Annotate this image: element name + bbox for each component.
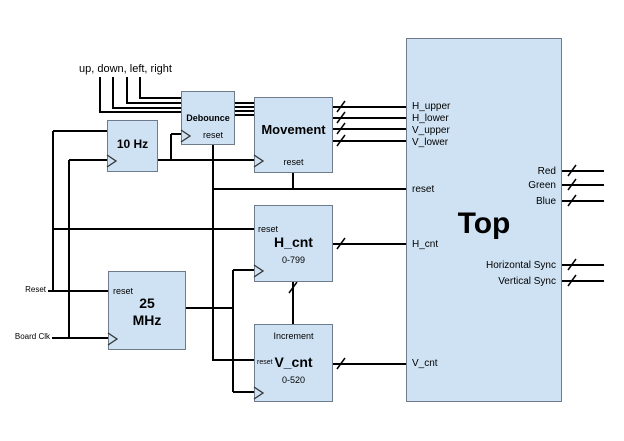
hcnt-reset-port: reset	[258, 224, 279, 234]
movement-reset-port: reset	[283, 157, 304, 167]
bus-slash	[567, 164, 577, 177]
block-25mhz-title-line2: MHz	[132, 312, 162, 328]
top-port-h-upper: H_upper	[412, 101, 451, 112]
bus-slash	[567, 194, 577, 207]
top-port-vsync: Vertical Sync	[498, 276, 556, 287]
bus-slash	[336, 357, 346, 370]
block-hcnt: reset H_cnt 0-799	[253, 205, 333, 282]
top-port-h-lower: H_lower	[412, 113, 449, 124]
vcnt-increment-port: Increment	[273, 331, 314, 341]
reset-input-label: Reset	[25, 285, 46, 294]
bus-slash	[567, 178, 577, 191]
bus-slash	[336, 122, 346, 135]
vcnt-range-label: 0-520	[281, 375, 306, 385]
top-port-v-upper: V_upper	[412, 125, 450, 136]
clock-triangle-icon	[107, 332, 119, 346]
bus-slash	[336, 111, 346, 124]
top-port-red: Red	[537, 166, 556, 177]
buttons-input-label: up, down, left, right	[79, 63, 172, 75]
top-port-green: Green	[528, 180, 556, 191]
top-port-blue: Blue	[535, 196, 556, 207]
block-25mhz-title-line1: 25	[139, 295, 155, 311]
block-movement: Movement reset	[253, 97, 333, 173]
debounce-reset-port: reset	[202, 130, 223, 140]
bus-slash	[567, 274, 577, 287]
block-10hz: 10 Hz	[106, 120, 158, 172]
hcnt-range-label: 0-799	[281, 255, 306, 265]
clock-triangle-icon	[253, 264, 265, 278]
block-debounce: Debounce reset	[180, 91, 235, 145]
bus-slash	[567, 258, 577, 271]
block-vcnt-title: V_cnt	[274, 354, 313, 370]
block-vcnt: Increment reset V_cnt 0-520	[253, 324, 333, 402]
top-port-v-lower: V_lower	[412, 137, 449, 148]
bus-slash	[336, 134, 346, 147]
board-clk-input-label: Board Clk	[14, 332, 50, 341]
top-port-reset: reset	[412, 184, 435, 195]
bus-slash	[336, 100, 346, 113]
block-top-title: Top	[457, 207, 511, 240]
clock-triangle-icon	[253, 386, 265, 400]
top-port-vcnt: V_cnt	[412, 358, 438, 369]
clock-triangle-icon	[253, 154, 265, 168]
bus-slash	[336, 237, 346, 250]
block-debounce-title: Debounce	[186, 113, 230, 123]
top-port-hsync: Horizontal Sync	[485, 260, 556, 271]
25mhz-reset-port: reset	[113, 286, 134, 296]
block-25mhz: reset 25 MHz	[107, 271, 186, 350]
block-movement-title: Movement	[261, 122, 326, 137]
top-port-hcnt: H_cnt	[412, 239, 439, 250]
vcnt-reset-port: reset	[257, 359, 273, 366]
bus-slash	[288, 281, 298, 294]
clock-triangle-icon	[180, 129, 192, 143]
block-top: Top H_upper H_lower V_upper V_lower rese…	[406, 38, 562, 402]
block-10hz-title: 10 Hz	[116, 137, 149, 151]
block-hcnt-title: H_cnt	[274, 234, 313, 250]
clock-triangle-icon	[106, 154, 118, 168]
